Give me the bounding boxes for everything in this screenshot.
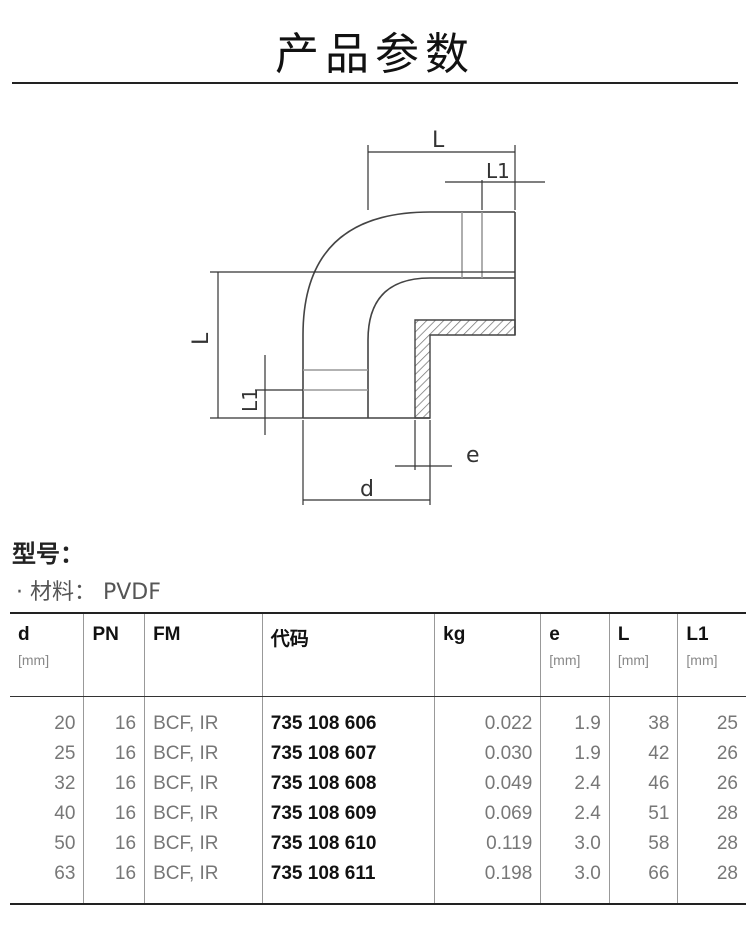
cell-L: 38 bbox=[608, 696, 678, 739]
cell-d: 63 bbox=[54, 863, 76, 884]
cell-fm: BCF, IR bbox=[144, 696, 263, 739]
table-row: 40 16 BCF, IR 735 108 609 0.069 2.4 51 2… bbox=[10, 799, 746, 829]
dimension-label-L: L bbox=[432, 128, 445, 153]
cell-kg: 0.119 bbox=[434, 829, 541, 859]
wall-section-hatch bbox=[414, 319, 516, 419]
cell-code: 735 108 607 bbox=[261, 739, 435, 769]
header-L: L[mm] bbox=[608, 612, 678, 697]
dimension-label-d: d bbox=[360, 477, 374, 502]
cell-e: 2.4 bbox=[540, 799, 610, 829]
cell-code: 735 108 609 bbox=[261, 799, 435, 829]
title-divider bbox=[12, 82, 738, 84]
cell-d: 25 bbox=[54, 743, 76, 764]
cell-L1: 28 bbox=[677, 859, 746, 889]
cell-kg: 0.069 bbox=[434, 799, 541, 829]
cell-e: 1.9 bbox=[540, 739, 610, 769]
cell-L1: 28 bbox=[677, 829, 746, 859]
header-e: e[mm] bbox=[540, 612, 610, 697]
cell-pn: 16 bbox=[83, 829, 145, 859]
table-row: 25 16 BCF, IR 735 108 607 0.030 1.9 42 2… bbox=[10, 739, 746, 769]
cell-fm: BCF, IR bbox=[144, 859, 263, 889]
cell-d: 40 bbox=[54, 803, 76, 824]
cell-L: 51 bbox=[608, 799, 678, 829]
elbow-technical-drawing: L L1 L L1 d e bbox=[189, 128, 545, 505]
table-header-row: d[mm] PN FM 代码 kg e[mm] L[mm] L1[mm] bbox=[10, 612, 746, 697]
table-row: 63 16 BCF, IR 735 108 611 0.198 3.0 66 2… bbox=[10, 859, 746, 889]
spec-table: d[mm] PN FM 代码 kg e[mm] L[mm] L1[mm] 20 … bbox=[10, 612, 746, 905]
cell-L1: 25 bbox=[677, 696, 746, 739]
cell-e: 3.0 bbox=[540, 829, 610, 859]
table-row: 50 16 BCF, IR 735 108 610 0.119 3.0 58 2… bbox=[10, 829, 746, 859]
cell-code: 735 108 610 bbox=[261, 829, 435, 859]
cell-pn: 16 bbox=[83, 696, 145, 739]
dimension-label-L1-vertical: L1 bbox=[238, 388, 262, 412]
cell-pn: 16 bbox=[83, 769, 145, 799]
header-d: d[mm] bbox=[10, 612, 84, 697]
cell-kg: 0.030 bbox=[434, 739, 541, 769]
cell-kg: 0.198 bbox=[434, 859, 541, 889]
cell-L: 42 bbox=[608, 739, 678, 769]
table-row: 20 16 BCF, IR 735 108 606 0.022 1.9 38 2… bbox=[10, 696, 746, 739]
cell-L: 46 bbox=[608, 769, 678, 799]
material-line: · 材料： PVDF bbox=[16, 580, 161, 605]
header-L1: L1[mm] bbox=[677, 612, 746, 697]
header-kg: kg bbox=[434, 612, 541, 697]
dimension-lines bbox=[210, 145, 545, 505]
cell-pn: 16 bbox=[83, 859, 145, 889]
cell-pn: 16 bbox=[83, 799, 145, 829]
cell-e: 3.0 bbox=[540, 859, 610, 889]
cell-L1: 28 bbox=[677, 799, 746, 829]
header-pn: PN bbox=[83, 612, 145, 697]
cell-code: 735 108 608 bbox=[261, 769, 435, 799]
cell-L: 58 bbox=[608, 829, 678, 859]
cell-kg: 0.022 bbox=[434, 696, 541, 739]
cell-L1: 26 bbox=[677, 769, 746, 799]
cell-d: 32 bbox=[54, 773, 76, 794]
elbow-outline bbox=[302, 211, 516, 419]
cell-pn: 16 bbox=[83, 739, 145, 769]
cell-code: 735 108 606 bbox=[261, 696, 435, 739]
cell-fm: BCF, IR bbox=[144, 799, 263, 829]
cell-L: 66 bbox=[608, 859, 678, 889]
table-row: 32 16 BCF, IR 735 108 608 0.049 2.4 46 2… bbox=[10, 769, 746, 799]
dimension-label-L-vertical: L bbox=[189, 332, 214, 345]
cell-kg: 0.049 bbox=[434, 769, 541, 799]
cell-d: 50 bbox=[54, 833, 76, 854]
cell-d: 20 bbox=[54, 713, 76, 734]
cell-e: 1.9 bbox=[540, 696, 610, 739]
cell-e: 2.4 bbox=[540, 769, 610, 799]
cell-fm: BCF, IR bbox=[144, 829, 263, 859]
dimension-label-L1: L1 bbox=[486, 159, 510, 183]
header-code: 代码 bbox=[261, 612, 435, 697]
page-title: 产品参数 bbox=[275, 29, 475, 80]
header-fm: FM bbox=[144, 612, 263, 697]
cell-fm: BCF, IR bbox=[144, 739, 263, 769]
dimension-label-e: e bbox=[466, 443, 480, 468]
cell-code: 735 108 611 bbox=[261, 859, 435, 889]
table-footer-rule bbox=[10, 889, 746, 905]
cell-L1: 26 bbox=[677, 739, 746, 769]
cell-fm: BCF, IR bbox=[144, 769, 263, 799]
model-heading: 型号： bbox=[12, 540, 84, 568]
